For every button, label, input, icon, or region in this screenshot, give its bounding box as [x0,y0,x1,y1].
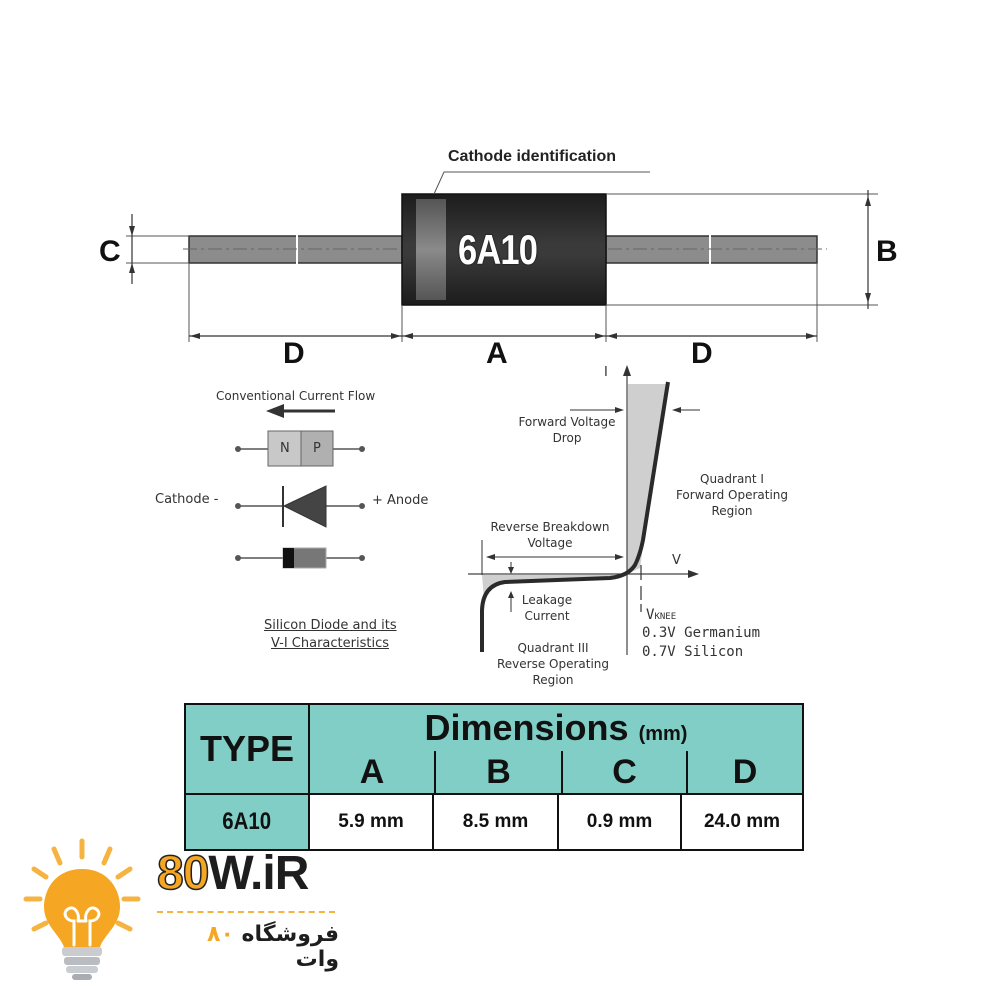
cell-b: 8.5 mm [432,793,559,851]
column-header-a: A [310,751,436,793]
q1-line3: Region [711,504,753,518]
current-flow-label: Conventional Current Flow [216,389,376,403]
lightbulb-logo-icon [23,838,141,980]
persian-part2: وات [295,947,339,972]
forward-drop-line2: Drop [552,431,582,445]
caption-line2: V-I Characteristics [271,636,389,651]
dim-label-d-left: D [283,337,305,370]
p-region-label: P [313,441,321,456]
row-type-text: 6A10 [222,808,272,835]
dimensions-title: Dimensions (mm) [310,705,802,751]
table-header-row: TYPE Dimensions (mm) A B C D [184,703,804,795]
q3-line3: Region [532,673,574,687]
dim-label-a: A [486,337,508,370]
package-drawing [126,171,878,342]
persian-digits: ۸۰ [207,922,234,947]
anode-label: + Anode [372,493,429,508]
table-row: 6A10 5.9 mm 8.5 mm 0.9 mm 24.0 mm [184,793,804,851]
column-headers: A B C D [310,751,802,793]
column-header-b: B [436,751,563,793]
type-header: TYPE [184,703,310,795]
persian-store-name: فروشگاه ۸۰ وات [157,922,339,972]
cell-d: 24.0 mm [680,793,804,851]
q3-line2: Reverse Operating [496,657,610,671]
logo-divider [157,911,335,913]
persian-part1: فروشگاه [241,922,339,947]
dimensions-title-text: Dimensions [424,707,629,748]
i-axis-label: I [604,365,608,380]
v-axis-label: V [672,553,681,568]
dimensions-unit: (mm) [638,723,688,745]
leakage-line2: Current [524,609,570,623]
breakdown-line2: Voltage [527,536,573,550]
column-header-d: D [732,753,758,791]
dimensions-header: Dimensions (mm) A B C D [308,703,804,795]
brand-wordmark: 80W.iR [156,846,309,902]
cathode-band [416,199,446,300]
forward-shade [627,384,666,574]
column-header-c: C [563,751,688,793]
germanium-knee-label: 0.3V Germanium [642,625,761,641]
q3-line1: Quadrant III [517,641,589,655]
leakage-line1: Leakage [521,593,573,607]
cell-a: 5.9 mm [308,793,434,851]
dim-label-b: B [876,235,898,268]
n-region-label: N [280,441,290,456]
caption-line1: Silicon Diode and its [264,618,397,633]
breakdown-line1: Reverse Breakdown [490,520,610,534]
dim-label-c: C [99,235,121,268]
body-marking: 6A10 [458,226,538,273]
dim-label-d-right: D [691,337,713,370]
cathode-identification-label: Cathode identification [448,148,616,165]
q1-line2: Forward Operating [675,488,789,502]
vknee-main: V [646,607,655,623]
brand-prefix: 80 [156,846,210,901]
cell-c: 0.9 mm [557,793,682,851]
forward-drop-line1: Forward Voltage [518,415,616,429]
row-type-cell: 6A10 [184,793,310,851]
vknee-sub: KNEE [654,612,677,622]
q1-line1: Quadrant I [700,472,764,486]
brand-suffix: W.iR [208,847,309,900]
vknee-label: VKNEE [646,606,676,627]
dimensions-table: TYPE Dimensions (mm) A B C D 6A10 5.9 mm… [184,703,804,851]
cathode-label: Cathode - [155,492,219,507]
silicon-knee-label: 0.7V Silicon [642,644,744,660]
